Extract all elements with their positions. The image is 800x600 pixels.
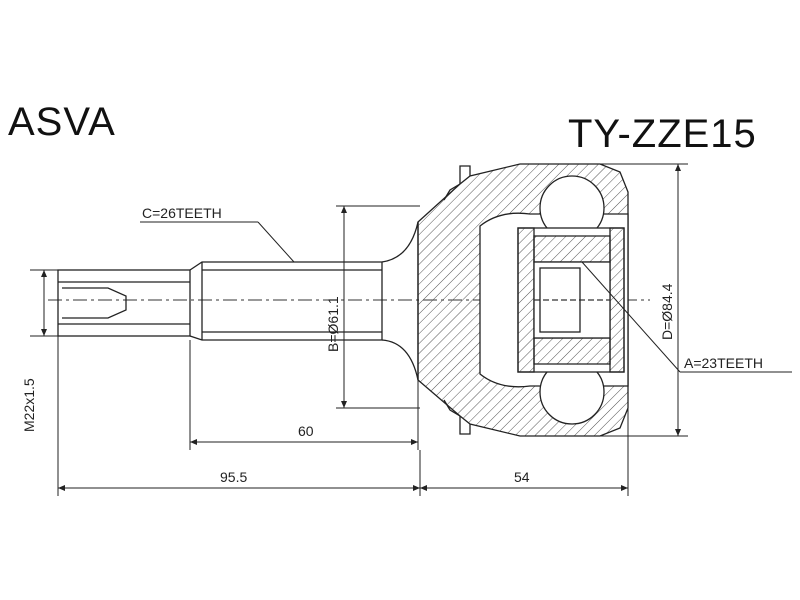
dim-d [600,163,688,437]
leader-a [581,261,792,373]
diameter-d-label: D=Ø84.4 [659,283,675,340]
part-number: TY-ZZE15 [568,112,757,156]
dim-thread [30,269,58,337]
threaded-end [57,269,191,337]
inner-spline-label: A=23TEETH [684,355,763,371]
brand-label: ASVA [8,100,116,144]
housing-length-label: 54 [514,469,530,485]
dim-54 [420,408,629,496]
dim-b [336,205,420,409]
balls-cage [517,175,625,425]
diameter-b-label: B=Ø61.1 [325,296,341,352]
outer-spline-label: C=26TEETH [142,205,222,221]
spline-shaft [189,261,383,341]
shaft-neck [381,221,419,381]
thread-label: M22x1.5 [21,378,37,432]
leader-c [140,221,295,263]
total-length-label: 95.5 [220,469,247,485]
shaft-length-label: 60 [298,423,314,439]
dim-60 [189,340,419,450]
